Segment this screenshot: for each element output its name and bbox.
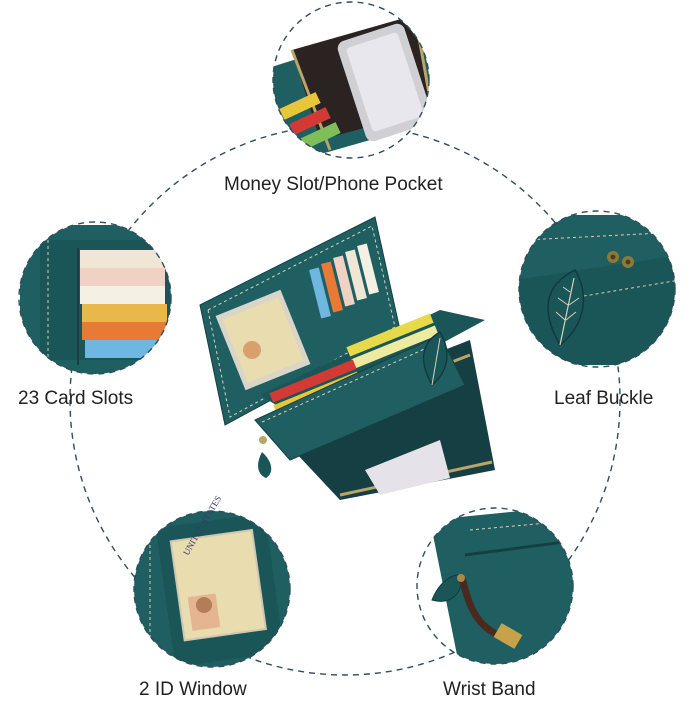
connector-dashed-circle bbox=[69, 124, 621, 676]
callout-card-slots: 23 Card Slots bbox=[18, 388, 134, 409]
detail-money-slot bbox=[272, 1, 430, 159]
callout-money-slot: Money Slot/Phone Pocket bbox=[224, 174, 443, 195]
detail-id-window: UNITED STATES bbox=[133, 494, 291, 668]
detail-card-slots bbox=[18, 221, 172, 375]
callout-leaf-buckle: Leaf Buckle bbox=[554, 388, 654, 409]
callout-id-window: 2 ID Window bbox=[139, 679, 247, 700]
center-wallet bbox=[199, 216, 495, 500]
detail-wrist-band bbox=[416, 507, 574, 665]
detail-leaf-buckle bbox=[518, 210, 676, 368]
callout-wrist-band: Wrist Band bbox=[443, 679, 536, 700]
